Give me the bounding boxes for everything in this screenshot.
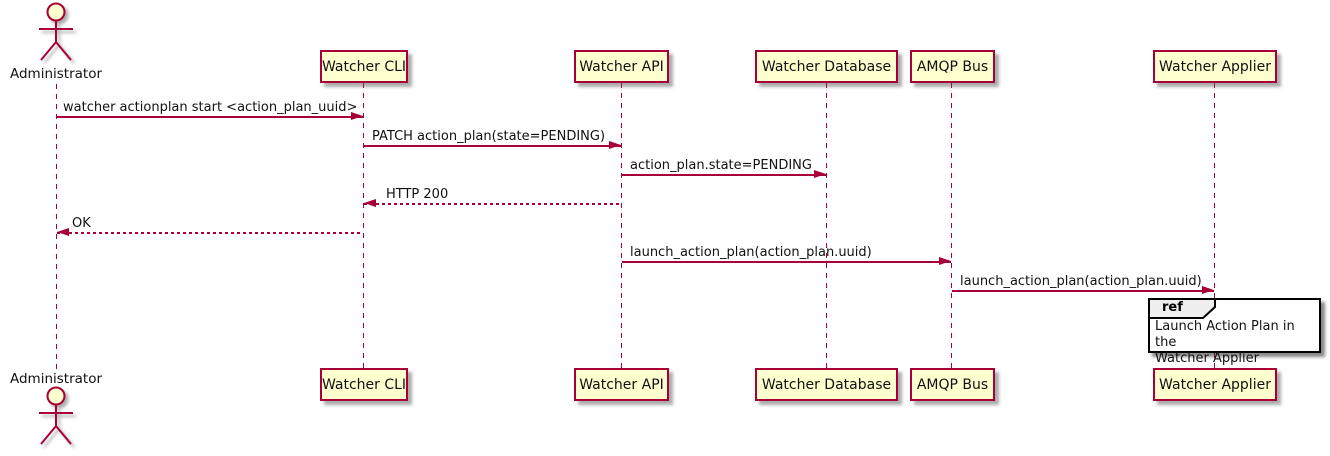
message-2-label: PATCH action_plan(state=PENDING): [372, 129, 606, 144]
lifeline-amqp-bus: [951, 83, 952, 368]
participant-label: Watcher API: [579, 58, 664, 75]
actor-administrator-bottom: [34, 386, 78, 448]
participant-label: AMQP Bus: [916, 376, 989, 393]
message-7-label: launch_action_plan(action_plan.uuid): [960, 274, 1202, 289]
participant-label: Watcher Database: [761, 376, 892, 393]
participant-watcher-cli-top: Watcher CLI: [320, 50, 408, 83]
actor-administrator-top: [34, 2, 78, 64]
arrowhead-right-icon: [609, 141, 621, 149]
actor-administrator-top-label: Administrator: [9, 66, 103, 82]
participant-label: Watcher Applier: [1159, 376, 1271, 393]
participant-watcher-database-bottom: Watcher Database: [755, 368, 898, 401]
message-2-line: [364, 145, 621, 147]
arrowhead-right-icon: [939, 257, 951, 265]
message-1-label: watcher actionplan start <action_plan_uu…: [63, 100, 358, 115]
ref-keyword: ref: [1162, 300, 1183, 315]
arrowhead-left-icon: [57, 228, 69, 236]
lifeline-watcher-cli: [363, 83, 364, 368]
message-1-line: [57, 116, 363, 118]
ref-fragment: ref Launch Action Plan in the Watcher Ap…: [1148, 298, 1321, 366]
participant-watcher-api-bottom: Watcher API: [574, 368, 669, 401]
lifeline-administrator: [56, 84, 57, 371]
participant-amqp-bus-top: AMQP Bus: [910, 50, 995, 83]
lifeline-watcher-applier: [1214, 83, 1215, 368]
arrowhead-right-icon: [814, 170, 826, 178]
participant-label: Watcher Applier: [1159, 58, 1271, 75]
actor-icon: [39, 386, 73, 445]
message-3-line: [622, 174, 826, 176]
ref-tab-icon: [1148, 298, 1216, 319]
message-7-line: [952, 290, 1214, 292]
message-4-label: HTTP 200: [386, 187, 449, 202]
actor-icon: [39, 2, 73, 61]
participant-watcher-applier-top: Watcher Applier: [1153, 50, 1277, 83]
participant-watcher-database-top: Watcher Database: [755, 50, 898, 83]
lifeline-watcher-api: [621, 83, 622, 368]
participant-watcher-api-top: Watcher API: [574, 50, 669, 83]
participant-label: Watcher Database: [761, 58, 892, 75]
message-6-line: [622, 261, 951, 263]
participant-amqp-bus-bottom: AMQP Bus: [910, 368, 995, 401]
participant-label: Watcher API: [579, 376, 664, 393]
message-5-line: [57, 232, 363, 234]
participant-watcher-applier-bottom: Watcher Applier: [1153, 368, 1277, 401]
participant-watcher-cli-bottom: Watcher CLI: [320, 368, 408, 401]
arrowhead-left-icon: [364, 199, 376, 207]
participant-label: AMQP Bus: [916, 58, 989, 75]
arrowhead-right-icon: [351, 112, 363, 120]
actor-administrator-bottom-label: Administrator: [9, 371, 103, 387]
message-6-label: launch_action_plan(action_plan.uuid): [630, 245, 872, 260]
message-5-label: OK: [72, 216, 91, 231]
ref-text: Launch Action Plan in the Watcher Applie…: [1155, 319, 1295, 366]
participant-label: Watcher CLI: [321, 376, 407, 393]
lifeline-watcher-database: [826, 83, 827, 368]
participant-label: Watcher CLI: [321, 58, 407, 75]
arrowhead-right-icon: [1202, 286, 1214, 294]
message-4-line: [364, 203, 621, 205]
message-3-label: action_plan.state=PENDING: [630, 158, 812, 173]
